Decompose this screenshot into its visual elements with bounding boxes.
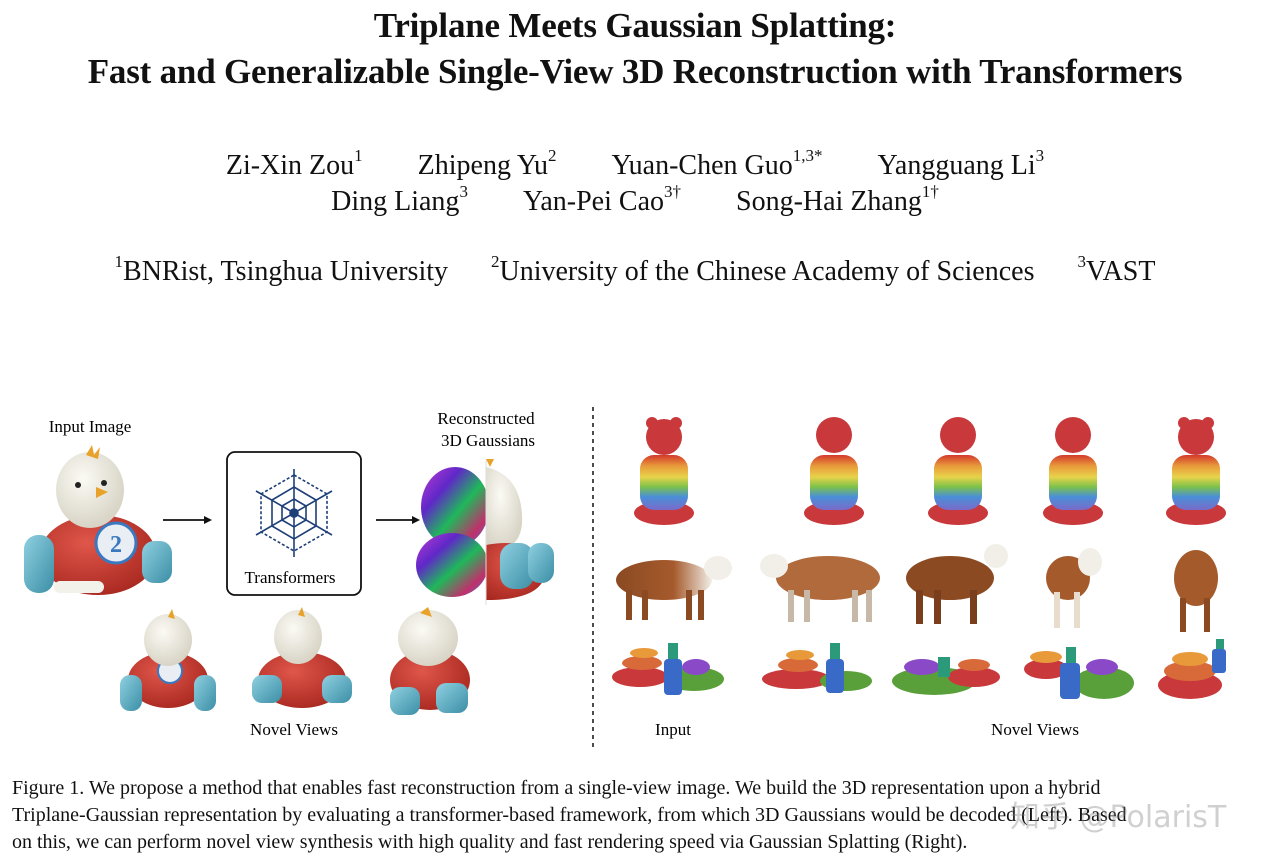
- affiliation: 3VAST: [1077, 252, 1156, 287]
- author: Yuan-Chen Guo1,3*: [611, 146, 823, 181]
- figure-caption: Figure 1. We propose a method that enabl…: [12, 775, 1262, 856]
- arrow-head: [412, 516, 420, 524]
- paper-title-line-2: Fast and Generalizable Single-View 3D Re…: [87, 52, 1183, 91]
- author: Zi-Xin Zou1: [225, 146, 363, 181]
- input-image-label: Input Image: [49, 417, 132, 436]
- author: Yan-Pei Cao3†: [522, 182, 681, 217]
- right-input-label: Input: [655, 720, 691, 739]
- transformer-network-icon: [255, 469, 333, 557]
- caption-line: Figure 1. We propose a method that enabl…: [12, 777, 1101, 799]
- affiliation: 2University of the Chinese Academy of Sc…: [491, 252, 1035, 287]
- right-row-stacking-toy: [634, 417, 1226, 525]
- left-novel-view-2: [252, 607, 352, 708]
- author: Ding Liang3: [331, 182, 468, 217]
- left-novel-view-1: [120, 609, 216, 711]
- reconstructed-label-1: Reconstructed: [437, 409, 535, 428]
- reconstructed-label-2: 3D Gaussians: [441, 431, 535, 450]
- author: Song-Hai Zhang1†: [736, 182, 939, 217]
- right-novel-views-label: Novel Views: [991, 720, 1079, 739]
- watermark: 知乎 @PolarisT: [1010, 800, 1227, 835]
- figure-1: Input Image Reconstructed 3D Gaussians 2…: [24, 407, 1226, 747]
- left-novel-view-3: [390, 607, 470, 715]
- reconstructed-gaussians: [416, 459, 554, 605]
- caption-line: on this, we can perform novel view synth…: [12, 831, 968, 853]
- author: Zhipeng Yu2: [417, 146, 557, 181]
- author-row-2: Ding Liang3 Yan-Pei Cao3† Song-Hai Zhang…: [0, 182, 1270, 218]
- badge-number: 2: [110, 532, 122, 558]
- transformers-block: Transformers: [226, 451, 362, 596]
- transformers-label: Transformers: [245, 568, 336, 587]
- paper-title-line-1: Triplane Meets Gaussian Splatting:: [373, 6, 897, 45]
- author: Yangguang Li3: [877, 146, 1045, 181]
- left-novel-views-label: Novel Views: [250, 720, 338, 739]
- arrow-head: [204, 516, 212, 524]
- affiliations: 1BNRist, Tsinghua University 2University…: [0, 252, 1270, 288]
- affiliation: 1BNRist, Tsinghua University: [114, 252, 448, 287]
- right-row-ring-stack: [612, 639, 1226, 699]
- input-chick-toy: 2: [24, 445, 172, 595]
- author-row-1: Zi-Xin Zou1 Zhipeng Yu2 Yuan-Chen Guo1,3…: [0, 146, 1270, 182]
- caption-line: Triplane-Gaussian representation by eval…: [12, 804, 1127, 826]
- right-row-cow: [616, 544, 1218, 632]
